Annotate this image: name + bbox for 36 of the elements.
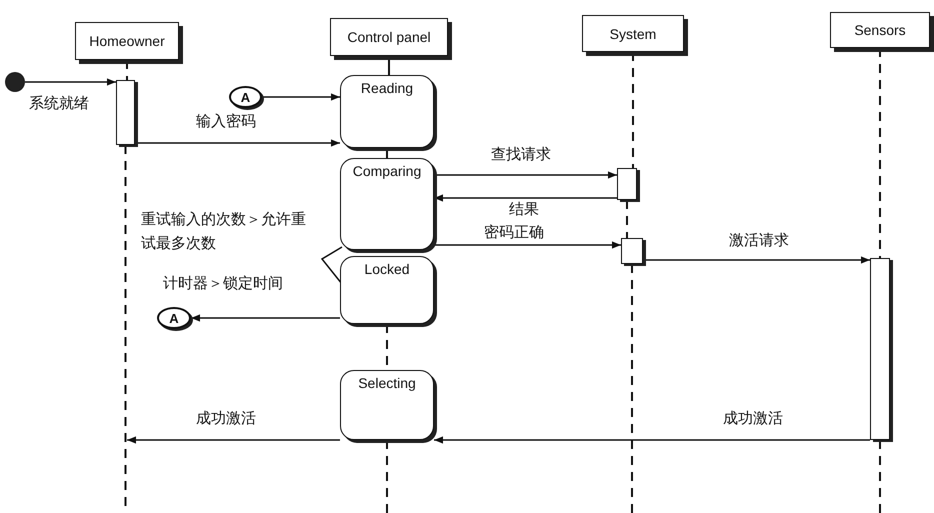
state-name: Selecting [358,375,416,391]
activation-bar [116,80,135,145]
message-arrow [127,436,340,444]
state-name: Reading [360,80,414,96]
activation-bar [621,238,643,264]
lifeline [386,440,388,513]
message-arrow [434,194,617,202]
state-name: Locked [364,261,410,277]
message-arrow [135,139,340,147]
message-arrow [25,78,116,86]
lifeline [631,264,633,513]
participant-name: Control panel [347,29,431,45]
participant-name: Homeowner [89,33,165,49]
connector-letter: A [240,90,250,104]
message-arrow [434,436,870,444]
state-box [340,370,434,440]
participant-name: System [610,26,656,42]
state-box [340,158,434,250]
activation-bar [617,168,637,200]
connector-circle [229,86,262,108]
message-arrow [434,241,621,249]
transition-line [320,246,343,284]
lifeline [879,440,881,513]
state-box [340,75,434,148]
state-name: Comparing [352,163,422,179]
message-arrow [643,256,870,264]
lifeline [626,200,628,238]
connector-circle [157,307,191,329]
activation-bar [870,258,890,440]
message-arrow [191,314,340,322]
participant-name: Sensors [854,22,906,38]
connector-letter: A [169,310,179,326]
message-arrow [434,171,617,179]
state-box [340,256,434,324]
initial-state-dot [5,72,25,92]
message-arrow [262,93,340,101]
